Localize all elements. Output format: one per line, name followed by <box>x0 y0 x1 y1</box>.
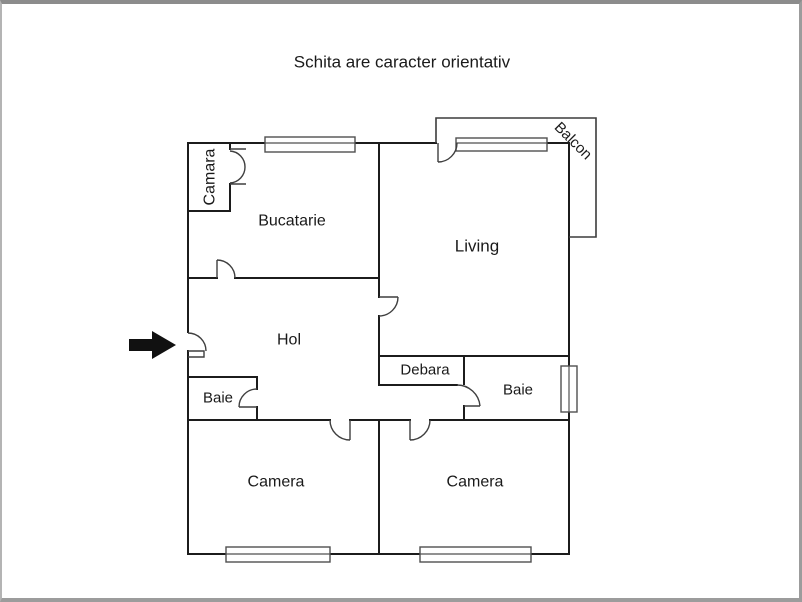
room-label-camara: Camara <box>202 148 219 205</box>
door-entrance <box>187 332 207 358</box>
window-bucatarie <box>264 136 356 153</box>
window-living <box>455 137 548 152</box>
room-label-hol: Hol <box>277 332 301 349</box>
room-label-baie-right: Baie <box>503 382 533 399</box>
room-label-camera-right: Camera <box>447 474 504 491</box>
door-bucatarie <box>216 259 236 279</box>
page-title: Schita are caracter orientativ <box>294 53 511 72</box>
door-camara <box>229 148 246 185</box>
door-baie-right <box>456 384 481 407</box>
room-label-debara: Debara <box>400 362 450 379</box>
room-label-living: Living <box>455 237 499 256</box>
window-camera-left <box>225 546 331 563</box>
door-baie-left <box>238 388 258 408</box>
balcony-outline <box>435 117 597 238</box>
room-label-camera-left: Camera <box>248 474 305 491</box>
door-hol-living <box>378 296 399 317</box>
door-balcon <box>437 142 458 163</box>
door-camera-left <box>329 419 351 441</box>
window-baie-right <box>560 365 578 413</box>
room-label-baie-left: Baie <box>203 390 233 407</box>
door-camera-right <box>409 419 431 441</box>
entrance-arrow-icon <box>129 331 176 359</box>
room-label-balcon: Balcon <box>551 119 595 163</box>
window-camera-right <box>419 546 532 563</box>
walls-interior <box>187 142 570 555</box>
floor-plan-svg: Schita are caracter orientativ <box>129 53 597 563</box>
room-label-bucatarie: Bucatarie <box>258 213 326 230</box>
